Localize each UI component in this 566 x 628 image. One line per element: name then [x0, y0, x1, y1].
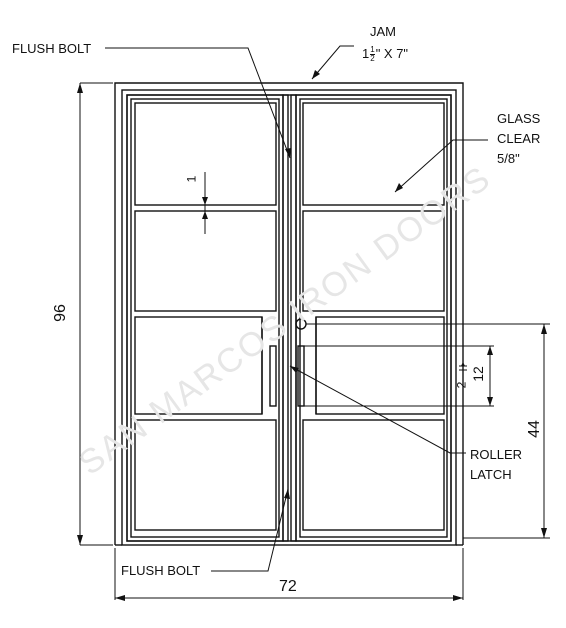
height-dimension-value: 96	[51, 304, 69, 322]
flush-bolt-bottom-leader	[211, 488, 289, 572]
glass-label-line2: CLEAR	[497, 131, 541, 146]
jam-label: JAM	[370, 24, 396, 39]
flush-bolt-top-label: FLUSH BOLT	[12, 41, 92, 56]
width-dimension-value: 72	[279, 578, 297, 595]
right-leaf-inner	[299, 98, 448, 538]
left-handle	[269, 345, 277, 407]
right-pane-1	[302, 102, 445, 206]
handle-length-dimension-value: 12	[469, 366, 486, 382]
left-leaf-frame	[126, 94, 284, 542]
jam-size-whole: 1	[362, 46, 370, 61]
roller-latch-label-line1: ROLLER	[470, 447, 523, 462]
jamb-outline	[114, 82, 464, 545]
glass-label-line3: 5/8"	[497, 151, 520, 166]
left-pane-4	[134, 419, 277, 531]
right-pane-3	[315, 316, 445, 415]
jamb-inner	[121, 89, 457, 546]
left-leaf-inner	[130, 98, 280, 538]
jam-size-rest: " X 7"	[375, 46, 409, 61]
right-leaf-frame	[295, 94, 452, 542]
right-pane-4	[302, 419, 445, 531]
flush-bolt-top-leader	[105, 47, 291, 159]
glass-label-line1: GLASS	[497, 111, 541, 126]
roller-latch-label-line2: LATCH	[470, 467, 512, 482]
glass-leader	[394, 139, 488, 193]
flush-bolt-bottom-label: FLUSH BOLT	[121, 563, 201, 578]
right-handle	[297, 345, 305, 407]
handle-offset-dimension-value: 2	[454, 381, 469, 389]
muntin-dimension-value: 1	[184, 175, 199, 183]
handle-height-dimension-value: 44	[525, 420, 543, 438]
roller-latch-leader	[289, 365, 466, 454]
jam-leader	[311, 45, 354, 80]
right-pane-2	[302, 210, 445, 312]
